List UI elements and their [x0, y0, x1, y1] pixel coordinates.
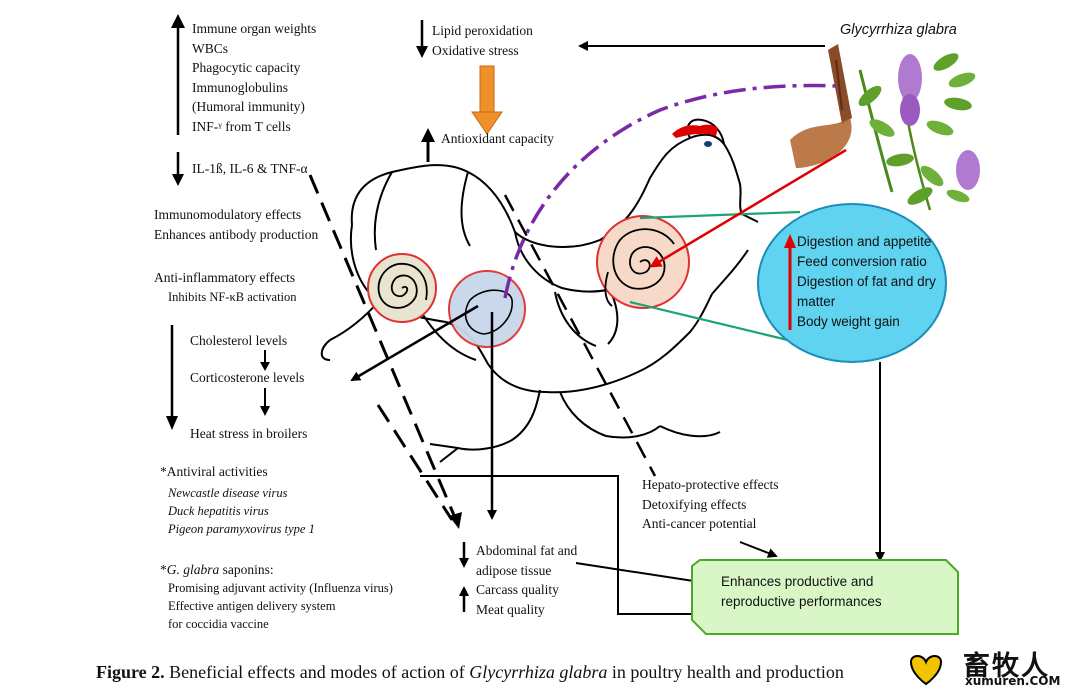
saponins-list: Promising adjuvant activity (Influenza v… [168, 579, 393, 633]
caption-post: in poultry health and production [607, 662, 844, 682]
immune-item: INF-ᵞ from T cells [192, 118, 291, 134]
antiviral-item: Pigeon paramyxovirus type 1 [168, 522, 315, 536]
productive-line: Enhances productive and [721, 574, 874, 589]
antiinflammatory-title: Anti-inflammatory effects [154, 270, 296, 285]
immune-item: Immunoglobulins [192, 79, 289, 95]
logo-icon [909, 655, 943, 686]
saponins-species: G. glabra [166, 562, 220, 577]
logo-url: xumuren.COM [965, 674, 1061, 688]
abdominal-item: Carcass quality [476, 582, 559, 597]
arrow-hepato-to-productive [739, 541, 778, 558]
antiviral-list: Newcastle disease virus Duck hepatitis v… [168, 484, 315, 538]
plant-illustration [790, 44, 980, 211]
red-arrow-plant [649, 148, 847, 268]
figure-caption: Figure 2. Beneficial effects and modes o… [96, 662, 844, 683]
red-up-arrow [784, 234, 796, 330]
cholesterol-text: Cholesterol levels [190, 333, 288, 348]
down-arrow-cholesterol [166, 325, 178, 430]
digestion-list: Digestion and appetite Feed conversion r… [797, 232, 936, 332]
immunomod-line: Immunomodulatory effects [154, 207, 302, 222]
abdominal-item: adipose tissue [476, 562, 552, 578]
hepato-item: Hepato-protective effects [642, 477, 779, 492]
digestion-item: Digestion of fat and dry [797, 274, 936, 289]
antiinflammatory-sub: Inhibits NF-κB activation [168, 290, 297, 304]
saponins-suffix: saponins: [219, 562, 274, 577]
immune-item: WBCs [192, 40, 229, 56]
lipid-line: Lipid peroxidation [432, 23, 533, 38]
productive-text: Enhances productive and reproductive per… [721, 572, 882, 612]
lipid-text: Lipid peroxidation Oxidative stress [432, 21, 533, 60]
heat-stress-text: Heat stress in broilers [190, 426, 308, 441]
logo-cn: 畜牧人 [963, 651, 1050, 682]
down-arrow-lipid [416, 20, 428, 58]
saponins-item: for coccidia vaccine [168, 617, 269, 631]
digestion-item: Digestion and appetite [797, 234, 932, 249]
green-connectors [629, 210, 801, 344]
small-down-arrows [260, 350, 270, 416]
hepato-item: Detoxifying effects [642, 496, 747, 512]
up-arrow-immune [171, 14, 185, 135]
immune-item: Phagocytic capacity [192, 60, 301, 75]
saponins-item: Effective antigen delivery system [168, 599, 336, 613]
arrow-to-corticosterone [350, 304, 479, 382]
abdominal-arrows [459, 542, 469, 612]
immune-item: Immune organ weights [192, 21, 317, 36]
hepato-item: Anti-cancer potential [642, 516, 757, 531]
spiral-middle [448, 270, 526, 348]
corticosterone-text: Corticosterone levels [190, 370, 305, 385]
saponins-star: * [160, 562, 167, 577]
productive-line: reproductive performances [721, 594, 882, 609]
antiviral-item: Newcastle disease virus [168, 486, 288, 500]
caption-italic: Glycyrrhiza glabra [469, 662, 608, 682]
digestion-item: Feed conversion ratio [797, 254, 927, 269]
digestion-item: matter [797, 294, 836, 309]
digestion-item: Body weight gain [797, 314, 900, 329]
saponins-item: Promising adjuvant activity (Influenza v… [168, 581, 393, 595]
orange-arrow [471, 65, 503, 135]
up-arrow-antioxidant [421, 128, 435, 162]
purple-dashdot-curve [503, 83, 839, 299]
abdominal-list: Abdominal fat and adipose tissue Carcass… [476, 541, 577, 619]
dashed-arrow-left [308, 174, 462, 529]
saponins-title: *G. glabra saponins: [160, 560, 274, 580]
dashed-arrow-lower-left [376, 404, 454, 521]
productive-box [691, 559, 959, 635]
hepato-list: Hepato-protective effects Detoxifying ef… [642, 475, 779, 534]
antioxidant-text: Antioxidant capacity [441, 131, 554, 146]
abdominal-item: Abdominal fat and [476, 543, 578, 558]
immunomod-line: Enhances antibody production [154, 226, 319, 242]
dashed-arrow-right [503, 194, 657, 477]
lipid-line: Oxidative stress [432, 42, 519, 58]
antiviral-title: *Antiviral activities [160, 464, 268, 479]
immune-item: (Humoral immunity) [192, 99, 305, 114]
plant-name: Glycyrrhiza glabra [840, 22, 957, 38]
caption-label: Figure 2. [96, 662, 165, 682]
caption-pre: Beneficial effects and modes of action o… [164, 662, 470, 682]
digestion-ellipse [757, 203, 947, 363]
spiral-right [596, 215, 690, 309]
il-text: IL-1ß, IL-6 & TNF-α [192, 161, 308, 176]
chicken-comb [672, 124, 718, 147]
antiviral-item: Duck hepatitis virus [168, 504, 269, 518]
down-arrow-il [172, 152, 184, 186]
abdominal-item: Meat quality [476, 601, 545, 617]
spiral-left [367, 253, 437, 323]
immunomodulatory-text: Immunomodulatory effects Enhances antibo… [154, 205, 318, 244]
immune-list: Immune organ weights WBCs Phagocytic cap… [192, 19, 316, 136]
